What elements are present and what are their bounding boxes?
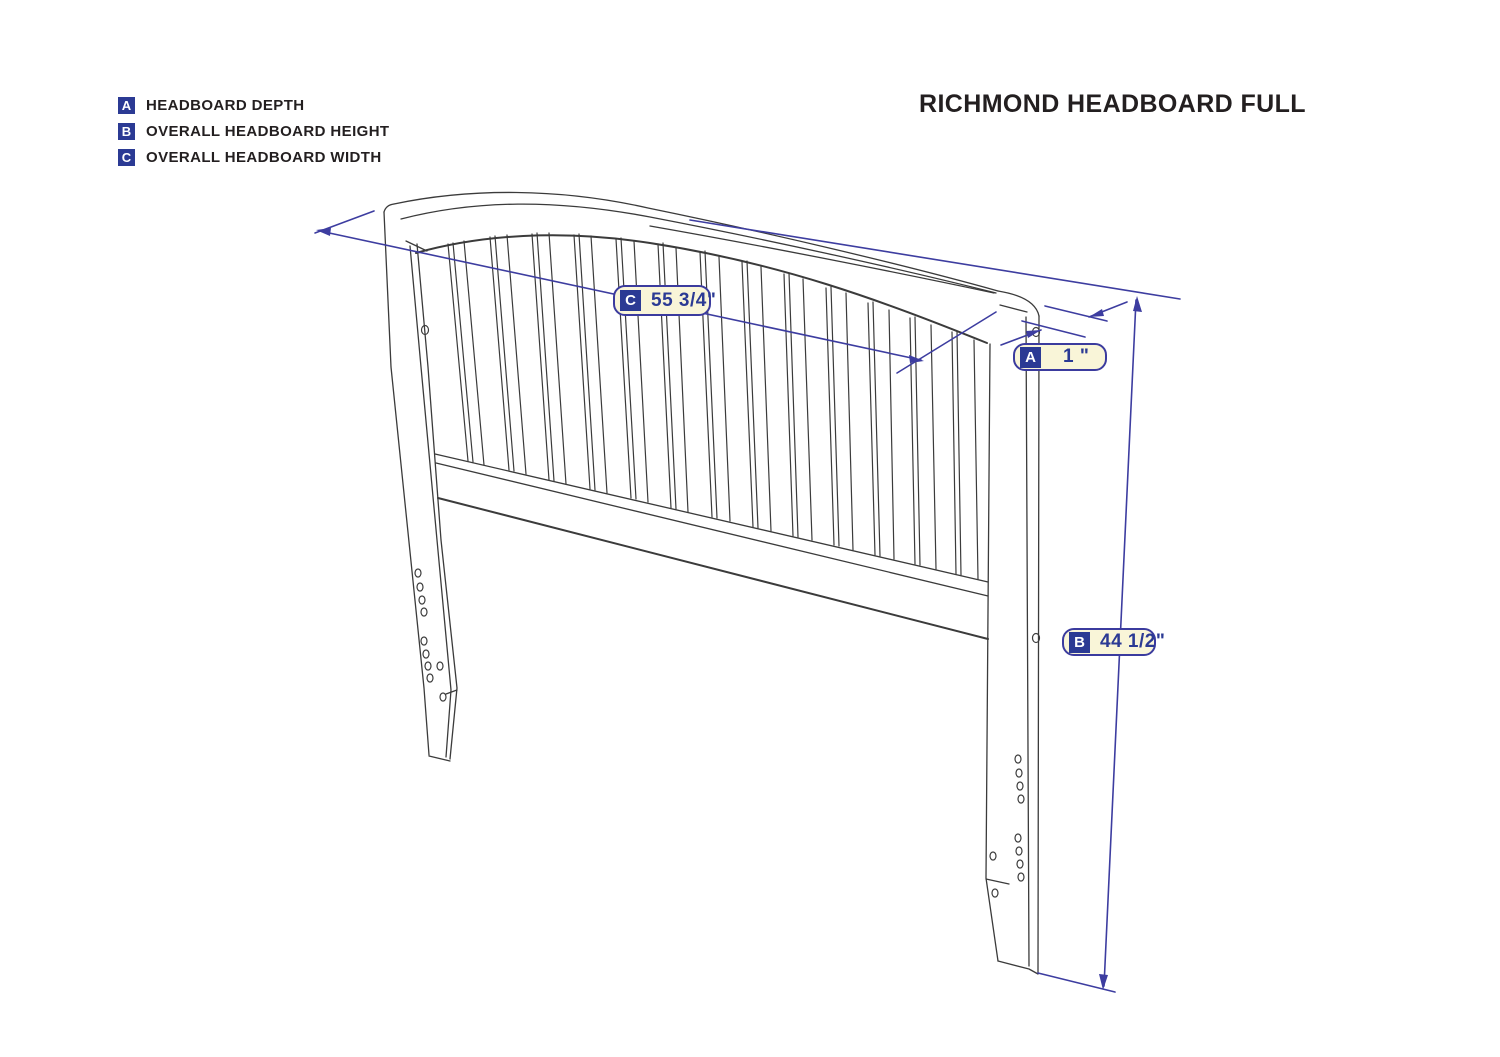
dimension-badge-height: B 44 1/2" [1062, 628, 1165, 656]
legend: A HEADBOARD DEPTH B OVERALL HEADBOARD HE… [118, 96, 390, 174]
legend-key-b: B [118, 122, 135, 140]
dimension-value-width: 55 3/4" [651, 289, 717, 311]
dimension-value-height: 44 1/2" [1100, 631, 1166, 652]
headboard-outline [383, 191, 1041, 975]
dimension-depth-a [1000, 301, 1128, 346]
top-arch-rail [393, 191, 999, 344]
legend-label-b: OVERALL HEADBOARD HEIGHT [146, 122, 390, 140]
legend-row-a: A HEADBOARD DEPTH [118, 96, 390, 114]
page-title: RICHMOND HEADBOARD FULL [919, 90, 1306, 118]
slats [447, 232, 979, 580]
legend-label-a: HEADBOARD DEPTH [146, 96, 305, 114]
dimension-key-c: C [620, 290, 641, 311]
legend-key-a: A [118, 96, 135, 114]
right-post [985, 290, 1040, 975]
legend-label-c: OVERALL HEADBOARD WIDTH [146, 148, 382, 166]
legend-row-c: C OVERALL HEADBOARD WIDTH [118, 148, 390, 166]
legend-row-b: B OVERALL HEADBOARD HEIGHT [118, 122, 390, 140]
dimension-key-a: A [1020, 346, 1041, 368]
dimension-badge-depth: A 1 " [1013, 343, 1107, 371]
dimension-badge-width: C 55 3/4" [613, 285, 716, 316]
dimension-value-depth: 1 " [1063, 346, 1090, 367]
left-post [383, 203, 458, 762]
lower-rail [434, 453, 989, 640]
dimension-key-b: B [1069, 631, 1090, 653]
legend-key-c: C [118, 148, 135, 166]
screw-holes [414, 324, 1041, 898]
